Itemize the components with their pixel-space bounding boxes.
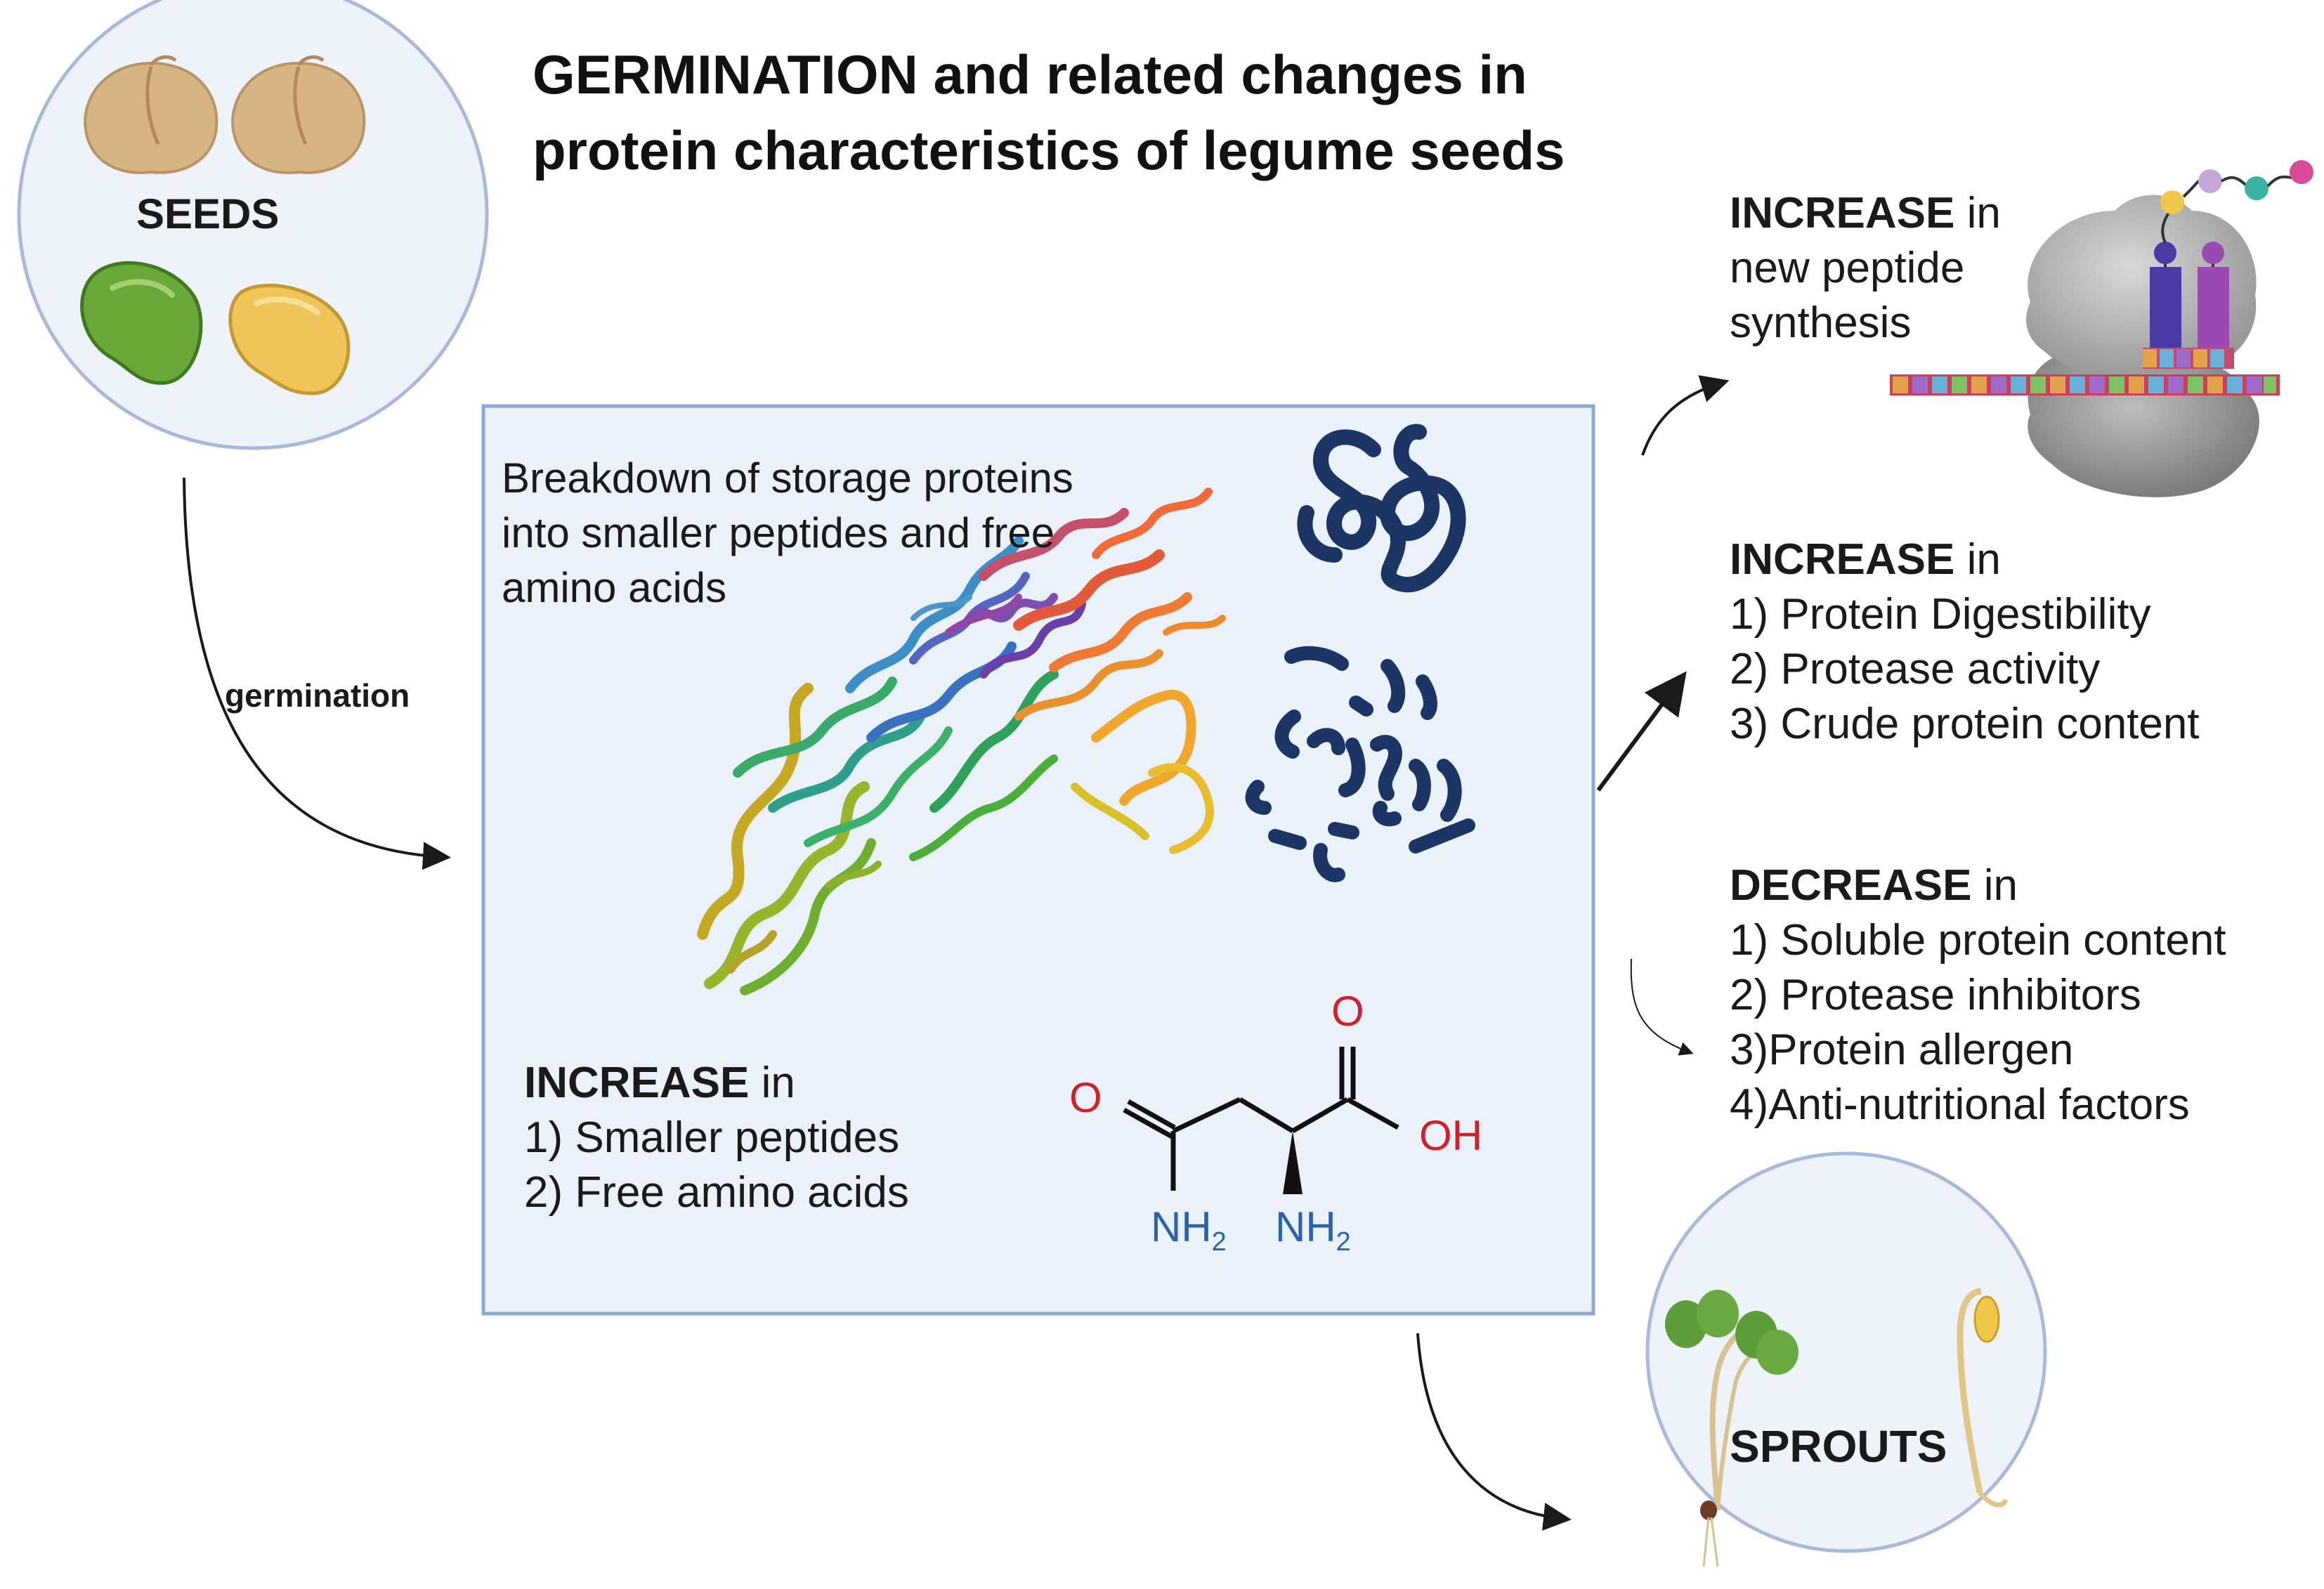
sprouts-circle xyxy=(1645,1151,2047,1553)
nh-text: NH xyxy=(1275,1203,1336,1250)
center-increase-item-1: 1) Smaller peptides xyxy=(524,1113,900,1162)
atom-o-left: O xyxy=(1069,1074,1102,1121)
heading-in: in xyxy=(749,1059,795,1107)
decrease-panel: DECREASE in 1) Soluble protein content 2… xyxy=(1730,858,2226,1132)
center-increase-block: INCREASE in 1) Smaller peptides 2) Free … xyxy=(524,1056,909,1220)
arrow-box-to-decrease xyxy=(1630,958,1694,1056)
subscript-2: 2 xyxy=(1336,1227,1351,1257)
decrease-item-1: 1) Soluble protein content xyxy=(1730,916,2226,964)
heading-in: in xyxy=(1954,535,2001,584)
atom-oh: OH xyxy=(1419,1112,1482,1159)
arrow-seeds-to-box xyxy=(183,477,451,870)
increase-panel: INCREASE in 1) Protein Digestibility 2) … xyxy=(1730,532,2200,752)
heading-word: INCREASE xyxy=(524,1059,750,1107)
decrease-item-3: 3)Protein allergen xyxy=(1730,1026,2074,1074)
breakdown-line-2: into smaller peptides and free xyxy=(502,509,1055,556)
peptide-synthesis-block: INCREASE in new peptide synthesis xyxy=(1730,186,2001,351)
arrow-box-to-increase xyxy=(1596,671,1687,792)
title-line-1: GERMINATION and related changes in xyxy=(533,44,1527,105)
folded-peptide-icon xyxy=(1297,424,1466,593)
title-line-2: protein characteristics of legume seeds xyxy=(533,119,1565,181)
arrow-box-to-sprouts xyxy=(1416,1333,1572,1531)
atom-o-top: O xyxy=(1331,988,1364,1035)
heading-word: INCREASE xyxy=(1730,189,1955,237)
center-increase-heading: INCREASE in xyxy=(524,1056,909,1111)
peptide-synthesis-line-1: new peptide xyxy=(1730,244,1965,292)
peptide-synthesis-line-2: synthesis xyxy=(1730,299,1912,347)
seeds-label: SEEDS xyxy=(136,190,280,237)
asparagine-structure xyxy=(1123,1047,1399,1194)
sprout-icon xyxy=(1957,1288,2009,1508)
peptide-synthesis-heading: INCREASE in xyxy=(1730,186,2001,241)
sprouts-label: SPROUTS xyxy=(1730,1421,1947,1472)
decrease-panel-heading: DECREASE in xyxy=(1730,858,2226,913)
germination-label: germination xyxy=(225,677,410,714)
heading-word: INCREASE xyxy=(1730,535,1955,584)
heading-word: DECREASE xyxy=(1730,861,1972,910)
increase-item-3: 3) Crude protein content xyxy=(1730,700,2200,748)
increase-item-1: 1) Protein Digestibility xyxy=(1730,590,2151,639)
subscript-2: 2 xyxy=(1211,1227,1227,1257)
yellow-bean-icon xyxy=(228,283,351,395)
green-bean-icon xyxy=(80,261,203,385)
chickpea-icon xyxy=(84,55,218,174)
sprout-icon xyxy=(1665,1290,1799,1567)
arrow-box-to-synthesis xyxy=(1641,375,1730,456)
atom-nh2-right: NH2 xyxy=(1275,1203,1351,1267)
center-increase-item-2: 2) Free amino acids xyxy=(524,1168,909,1217)
breakdown-line-1: Breakdown of storage proteins xyxy=(502,455,1073,502)
breakdown-line-3: amino acids xyxy=(502,564,727,611)
breakdown-description: Breakdown of storage proteins into small… xyxy=(502,451,1073,615)
center-box xyxy=(481,404,1595,1316)
chickpea-icon xyxy=(231,55,366,174)
heading-in: in xyxy=(1971,861,2018,910)
protein-structure-icon xyxy=(697,488,1226,995)
page-title: GERMINATION and related changes in prote… xyxy=(533,37,1565,188)
ribosome-icon xyxy=(1890,160,2313,497)
heading-in: in xyxy=(1954,189,2001,237)
increase-item-2: 2) Protease activity xyxy=(1730,645,2101,693)
decrease-item-2: 2) Protease inhibitors xyxy=(1730,971,2141,1019)
atom-nh2-left: NH2 xyxy=(1151,1203,1227,1267)
increase-panel-heading: INCREASE in xyxy=(1730,532,2200,587)
nh-text: NH xyxy=(1151,1203,1212,1250)
peptide-fragments-icon xyxy=(1245,646,1475,882)
decrease-item-4: 4)Anti-nutritional factors xyxy=(1730,1080,2190,1129)
